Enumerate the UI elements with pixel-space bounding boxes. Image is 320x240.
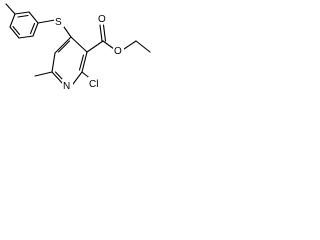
py-bond-n-c6: [51, 71, 64, 85]
tolyl-ring-bond-2: [28, 11, 39, 24]
atom-label-carbonyl-oxygen: O: [97, 12, 108, 25]
py-bond-c4-c3: [70, 36, 88, 53]
bond-carbonyl-ether-oxygen: [102, 40, 115, 50]
ethyl-ester-group: [86, 24, 151, 53]
tolyl-ring-bond-3: [32, 22, 39, 37]
py-bond-c2-n: [72, 71, 83, 85]
tolyl-ring-double-1: [17, 14, 29, 18]
py-bond-c5-c4: [54, 36, 72, 54]
bond-tolyl-sulfur: [37, 19, 56, 24]
bond-ether-oxygen-ch2: [123, 40, 137, 50]
tolyl-ring-bond-1: [14, 11, 30, 15]
pyridine-ring: [51, 36, 88, 85]
py-bond-c6-c5: [51, 52, 56, 73]
bond-c3-carbonyl-carbon: [86, 40, 104, 53]
atom-label-chlorine: Cl: [88, 77, 103, 90]
tolyl-ring-bond-5: [9, 26, 20, 39]
methyl-bond-pyridine: [34, 71, 53, 77]
carbonyl-double-bond-2: [102, 24, 107, 42]
bond-sulfur-pyridine: [63, 26, 72, 38]
methyl-bond-tolyl: [5, 3, 16, 15]
tolyl-ring-bond-6: [9, 13, 16, 28]
carbonyl-oxygen-symbol: O: [98, 14, 106, 25]
py-double-n-c6: [54, 71, 64, 81]
chlorine-symbol: Cl: [89, 79, 98, 90]
bond-ch2-ch3: [135, 40, 151, 53]
tolyl-ring-double-2: [29, 22, 36, 35]
carbonyl-double-bond-1: [99, 24, 103, 42]
nitrogen-symbol: N: [63, 81, 70, 92]
atom-label-sulfur: S: [54, 15, 64, 28]
chemical-structure-diagram: S O O N Cl: [5, 3, 151, 92]
tolyl-ring-double-3: [12, 25, 21, 36]
tolyl-ring-bond-4: [18, 35, 34, 39]
atom-label-nitrogen: N: [62, 79, 73, 92]
ether-oxygen-symbol: O: [114, 46, 122, 57]
py-double-c3-c2: [78, 54, 85, 71]
py-double-c4-c5: [57, 40, 71, 53]
atom-label-ether-oxygen: O: [113, 44, 124, 57]
tolyl-group: [5, 3, 39, 39]
py-bond-c3-c2: [81, 51, 88, 73]
sulfur-symbol: S: [55, 17, 62, 28]
